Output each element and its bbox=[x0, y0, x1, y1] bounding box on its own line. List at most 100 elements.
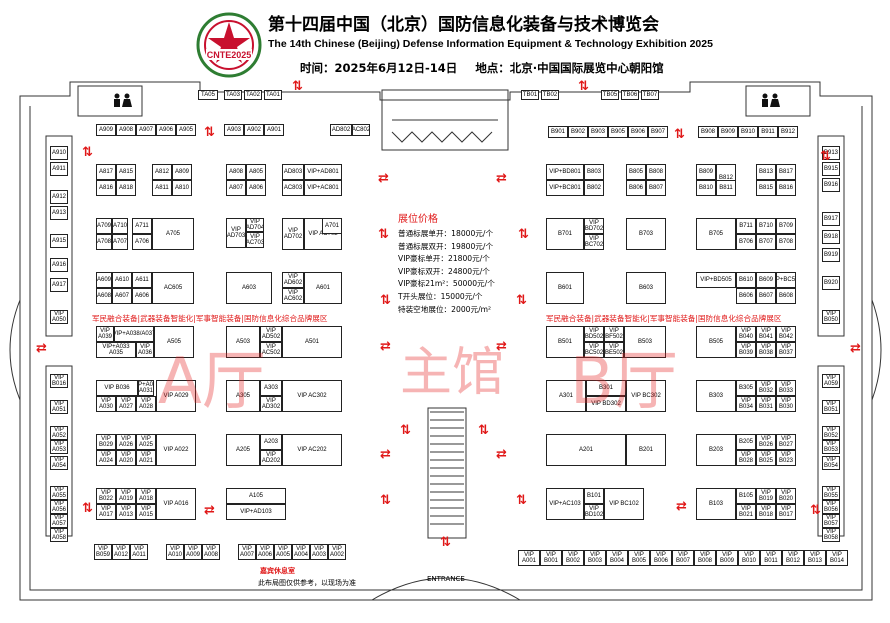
booth: VIP A015 bbox=[136, 504, 156, 520]
booth: B917 bbox=[822, 212, 840, 226]
booth: VIP A051 bbox=[50, 400, 68, 414]
booth: VIP AD502 bbox=[260, 326, 282, 342]
booth: VIP B018 bbox=[756, 504, 776, 520]
booth: A501 bbox=[282, 326, 342, 358]
booth: VIP B028 bbox=[736, 450, 756, 466]
booth: A910 bbox=[50, 146, 68, 160]
booth: B105 bbox=[736, 488, 756, 504]
booth: A609 bbox=[96, 272, 112, 288]
exhibition-logo: CNTE2025 bbox=[196, 12, 262, 78]
booth: A201 bbox=[546, 434, 626, 466]
booth: VIP A017 bbox=[96, 504, 116, 520]
booth: VIP B030 bbox=[776, 396, 796, 412]
direction-arrow-icon: ⇅ bbox=[82, 145, 93, 160]
booth: VIP+AD801 bbox=[304, 164, 342, 180]
booth: VIP B004 bbox=[606, 550, 628, 566]
booth: VIP B029 bbox=[96, 434, 116, 450]
booth: VIP B053 bbox=[822, 440, 840, 454]
booth: VIP BF502 bbox=[604, 326, 624, 342]
booth: VIP+BC505 bbox=[776, 272, 796, 288]
booth: A607 bbox=[112, 288, 132, 304]
booth: B703 bbox=[626, 218, 666, 250]
booth: A709 bbox=[96, 218, 112, 234]
direction-arrow-icon: ⇅ bbox=[810, 503, 821, 518]
booth: VIP BC102 bbox=[604, 488, 644, 520]
booth: B902 bbox=[568, 126, 588, 138]
booth: B817 bbox=[776, 164, 796, 180]
direction-arrow-icon: ⇅ bbox=[674, 127, 685, 142]
booth: A906 bbox=[156, 124, 176, 136]
direction-arrow-icon: ⇄ bbox=[36, 341, 47, 356]
price-row: VIP豪标单开：21800元/个 bbox=[398, 254, 490, 264]
booth: VIP+AD103 bbox=[226, 504, 286, 520]
booth: VIP A028 bbox=[136, 396, 156, 412]
booth: A808 bbox=[226, 164, 246, 180]
booth: VIP A058 bbox=[50, 528, 68, 542]
booth: VIP A004 bbox=[292, 544, 310, 560]
booth: TA01 bbox=[264, 90, 282, 100]
direction-arrow-icon: ⇅ bbox=[578, 79, 589, 94]
page-subtitle: The 14th Chinese (Beijing) Defense Infor… bbox=[268, 38, 713, 50]
booth: A915 bbox=[50, 234, 68, 248]
booth: VIP B013 bbox=[804, 550, 826, 566]
booth: B802 bbox=[584, 180, 604, 196]
booth: VIP B027 bbox=[776, 434, 796, 450]
booth: VIP A001 bbox=[518, 550, 540, 566]
booth: VIP A021 bbox=[136, 450, 156, 466]
booth: VIP B006 bbox=[650, 550, 672, 566]
booth: B701 bbox=[546, 218, 584, 250]
booth: TB02 bbox=[541, 90, 559, 100]
booth: B816 bbox=[776, 180, 796, 196]
booth: VIP B034 bbox=[736, 396, 756, 412]
booth: TB05 bbox=[601, 90, 619, 100]
booth: VIP A006 bbox=[256, 544, 274, 560]
booth: B505 bbox=[696, 326, 736, 358]
booth: B909 bbox=[718, 126, 738, 138]
booth: VIP AC202 bbox=[282, 434, 342, 466]
direction-arrow-icon: ⇅ bbox=[518, 227, 529, 242]
price-row: T开头展位：15000元/个 bbox=[398, 291, 483, 301]
booth: B803 bbox=[584, 164, 604, 180]
booth: A707 bbox=[112, 234, 128, 250]
booth: TA05 bbox=[198, 90, 218, 100]
direction-arrow-icon: ⇅ bbox=[478, 423, 489, 438]
booth: VIP B052 bbox=[822, 426, 840, 440]
booth: B203 bbox=[696, 434, 736, 466]
booth: B601 bbox=[546, 272, 584, 304]
direction-arrow-icon: ⇅ bbox=[516, 493, 527, 508]
booth: VIP A016 bbox=[156, 488, 196, 520]
booth: VIP BC702 bbox=[584, 234, 604, 250]
booth: B811 bbox=[716, 180, 736, 196]
booth: AD803 bbox=[282, 164, 304, 180]
booth: VIP B041 bbox=[756, 326, 776, 342]
booth: VIP+BD801 bbox=[546, 164, 584, 180]
booth: VIP A005 bbox=[274, 544, 292, 560]
booth: VIP AD702 bbox=[282, 218, 304, 250]
booth: B501 bbox=[546, 326, 584, 358]
booth: VIP A036 bbox=[136, 342, 154, 358]
booth: AC802 bbox=[352, 124, 370, 136]
booth: VIP B025 bbox=[756, 450, 776, 466]
booth: VIP B011 bbox=[760, 550, 782, 566]
booth: A903 bbox=[224, 124, 244, 136]
booth: VIP A050 bbox=[50, 310, 68, 324]
direction-arrow-icon: ⇅ bbox=[204, 125, 215, 140]
direction-arrow-icon: ⇄ bbox=[380, 339, 391, 354]
booth: VIP A029 bbox=[156, 380, 196, 412]
direction-arrow-icon: ⇄ bbox=[378, 171, 389, 186]
main-hall-label: 主馆 bbox=[400, 343, 505, 403]
booth: VIP+AC103 bbox=[546, 488, 584, 520]
booth: VIP B021 bbox=[736, 504, 756, 520]
price-title: 展位价格 bbox=[398, 214, 438, 225]
direction-arrow-icon: ⇄ bbox=[676, 499, 687, 514]
booth: A908 bbox=[116, 124, 136, 136]
booth: VIP B014 bbox=[826, 550, 848, 566]
booth: VIP+BD505 bbox=[696, 272, 736, 288]
direction-arrow-icon: ⇅ bbox=[516, 293, 527, 308]
booth: A815 bbox=[116, 164, 136, 180]
booth: A805 bbox=[246, 164, 266, 180]
booth: VIP B023 bbox=[776, 450, 796, 466]
booth: A916 bbox=[50, 258, 68, 272]
booth: VIP B008 bbox=[694, 550, 716, 566]
booth: B205 bbox=[736, 434, 756, 450]
